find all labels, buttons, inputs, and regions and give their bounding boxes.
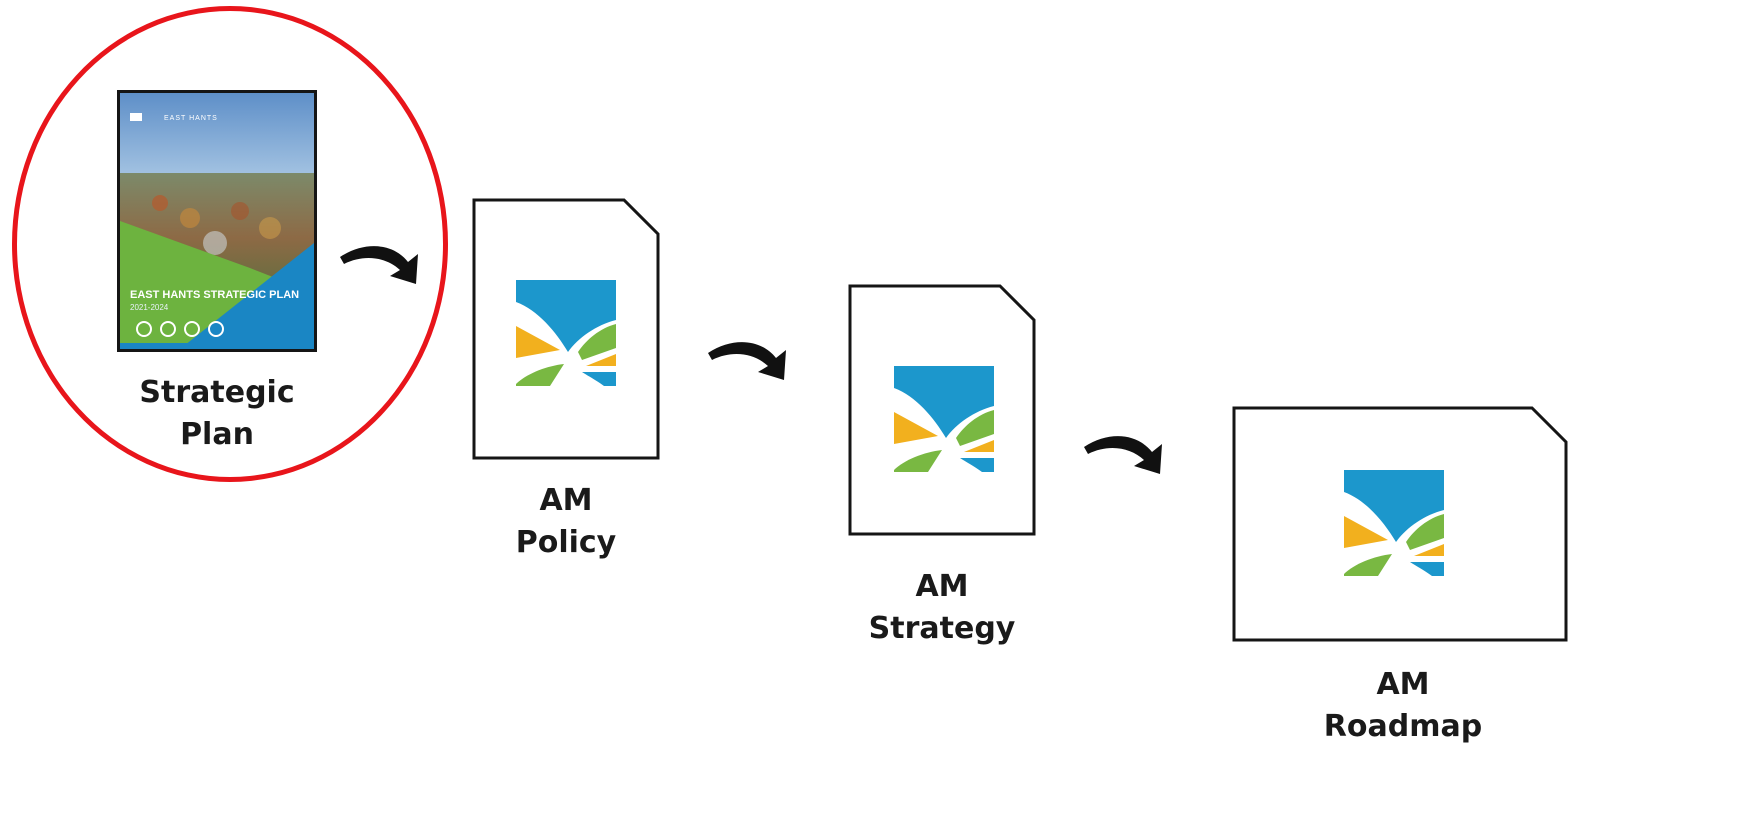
am-logo-icon <box>516 280 616 386</box>
label-am-roadmap: AM Roadmap <box>1323 667 1483 744</box>
arrow-2 <box>704 336 794 386</box>
am-logo-icon <box>894 366 994 472</box>
am-logo-icon <box>1344 470 1444 576</box>
am-roadmap-document[interactable] <box>1232 406 1568 642</box>
arrow-3 <box>1080 430 1170 480</box>
cover-brand-text: EAST HANTS <box>164 115 218 122</box>
cover-artwork <box>120 93 314 349</box>
label-am-policy: AM Policy <box>515 483 617 560</box>
strategic-plan-cover[interactable]: EAST HANTS EAST HANTS STRATEGIC PLAN 202… <box>117 90 317 352</box>
highlight-circle <box>12 6 448 482</box>
cover-title: EAST HANTS STRATEGIC PLAN <box>130 289 300 301</box>
arrow-1 <box>336 240 426 290</box>
label-am-strategy: AM Strategy <box>868 569 1016 646</box>
label-strategic-plan: Strategic Plan <box>139 375 295 452</box>
am-policy-document[interactable] <box>472 198 660 460</box>
am-strategy-document[interactable] <box>848 284 1036 536</box>
cover-years: 2021-2024 <box>130 303 169 312</box>
